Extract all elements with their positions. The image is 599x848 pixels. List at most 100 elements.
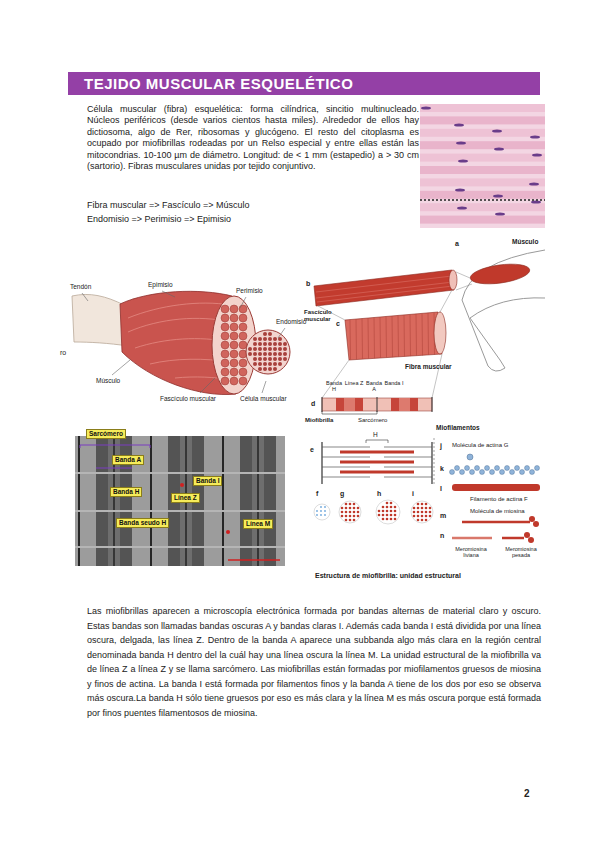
myofibril-structure-figure	[366, 440, 388, 443]
thick-filament	[340, 471, 414, 474]
fiber-striation	[422, 313, 424, 355]
muscle-cell	[283, 347, 287, 351]
filament-dot	[357, 511, 360, 514]
myofibril-structure-figure	[456, 284, 472, 290]
muscle-cell	[263, 362, 267, 366]
thin-filament	[384, 467, 432, 468]
muscle-cell	[278, 347, 282, 351]
filament-dot	[353, 507, 356, 510]
filament-dot	[429, 507, 432, 510]
z-line	[377, 397, 378, 412]
filament-dot	[425, 511, 428, 514]
muscle-cell	[273, 362, 277, 366]
muscle-cell	[263, 352, 267, 356]
filament-dot	[386, 518, 389, 521]
cross-section	[376, 500, 400, 524]
thick-filament	[340, 461, 414, 464]
box-text: Banda A	[115, 456, 141, 463]
filament-dot	[421, 515, 424, 518]
muscle-cell	[253, 342, 257, 346]
muscle-cell	[253, 362, 257, 366]
part-label: Meromiosina pesada	[498, 546, 544, 559]
box-text: Banda seudo H	[119, 519, 166, 526]
muscle-cell	[273, 357, 277, 361]
fiber-striation	[362, 319, 364, 359]
actin-bead	[530, 470, 535, 475]
actin-bead	[490, 470, 495, 475]
myofibril-structure-figure	[502, 537, 524, 540]
fiber-striation	[410, 314, 412, 356]
filament-dot	[390, 502, 393, 505]
band-label: Banda A	[364, 380, 384, 393]
box-text: Sarcómero	[89, 430, 123, 437]
filament-dot	[386, 514, 389, 517]
muscle-illustration	[240, 297, 246, 308]
filament-dot	[341, 515, 344, 518]
letter-label: g	[340, 490, 344, 498]
fascicle	[230, 305, 238, 313]
muscle-cell	[258, 362, 262, 366]
z-line	[321, 442, 322, 484]
fascicle	[221, 350, 229, 358]
nucleus	[532, 153, 542, 156]
fascicle	[239, 368, 247, 376]
fascicle	[221, 341, 229, 349]
nucleus	[531, 200, 541, 203]
filament-dot	[382, 506, 385, 509]
thick-filament	[340, 451, 414, 454]
filament-dot	[390, 518, 393, 521]
filament-dot	[390, 510, 393, 513]
fascicle	[230, 332, 238, 340]
muscle-cell	[258, 342, 262, 346]
nucleus	[529, 182, 539, 185]
actin-bead	[515, 466, 520, 471]
fascicle	[239, 305, 247, 313]
band-label: Banda I	[384, 380, 404, 386]
part-label: Molécula de actina G	[452, 442, 508, 449]
muscle-cell	[273, 352, 277, 356]
muscle-cell	[263, 337, 267, 341]
filament-dot	[382, 514, 385, 517]
fascicle	[239, 341, 247, 349]
electron-micrograph	[75, 436, 285, 566]
muscle-fiber-stripe	[420, 203, 545, 211]
muscle-cell	[268, 362, 272, 366]
fascicle	[221, 323, 229, 331]
filament-dot	[421, 507, 424, 510]
filament-dot	[349, 515, 352, 518]
part-label: Perimisio	[236, 287, 263, 294]
fiber-striation	[374, 318, 376, 359]
electron-micrograph	[228, 559, 280, 561]
muscle-fiber-stripe	[420, 166, 545, 174]
myofibril-structure-figure	[449, 270, 457, 290]
label-box: Banda seudo H	[116, 518, 169, 528]
myofibril-structure-figure	[322, 442, 432, 484]
letter-label: j	[440, 442, 442, 450]
electron-micrograph	[75, 436, 285, 566]
filament-dot	[349, 511, 352, 514]
muscle-cell	[283, 352, 287, 356]
fiber-striation	[428, 313, 430, 355]
filament-dot	[394, 514, 397, 517]
fiber-striation	[380, 317, 382, 358]
myofibril-structure-figure	[533, 521, 539, 527]
muscle-illustration	[112, 360, 130, 375]
actin-bead	[525, 466, 530, 471]
filament-dot	[425, 503, 428, 506]
myofibril-structure-figure	[440, 290, 452, 312]
hierarchy-line: Endomisio => Perimisio => Epimisio	[87, 214, 231, 224]
part-label: Molécula de miosina	[470, 508, 525, 515]
z-line	[431, 442, 432, 484]
fascicle	[239, 323, 247, 331]
muscle-cell	[253, 357, 257, 361]
histology-image	[420, 104, 545, 228]
filament-dot	[320, 506, 322, 508]
fascicle	[230, 314, 238, 322]
actin-bead	[535, 466, 540, 471]
letter-label: l	[440, 485, 442, 493]
band-label: H	[373, 431, 378, 438]
filament-dot	[421, 503, 424, 506]
nucleus	[494, 147, 504, 150]
fiber-striation	[356, 319, 358, 359]
myofibril-structure-figure	[316, 276, 453, 302]
